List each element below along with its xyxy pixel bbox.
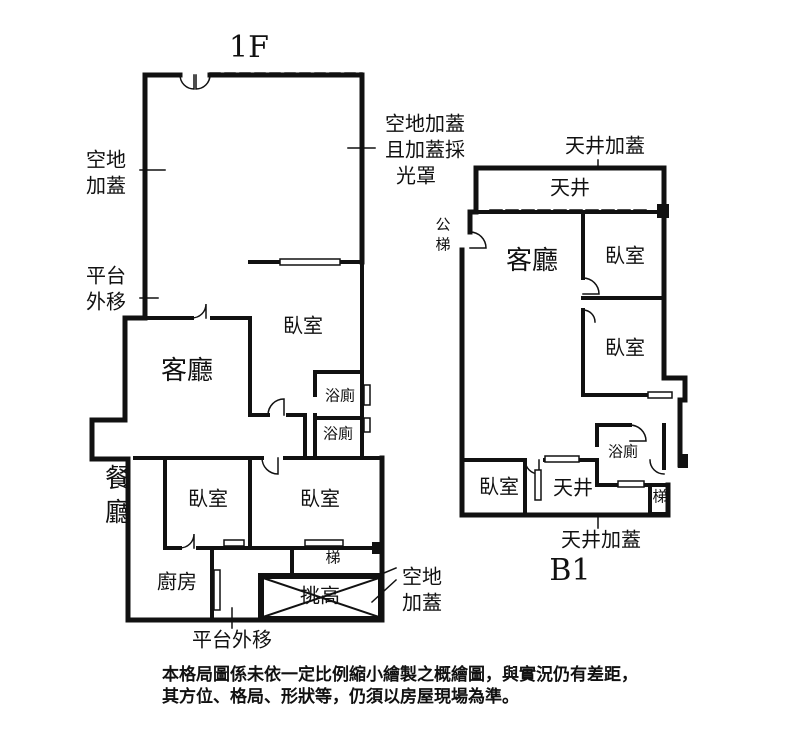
room-bedroom-b1-1: 臥室 xyxy=(605,243,645,268)
label-terrace-shift-left-1: 平台 xyxy=(86,263,126,288)
label-skylight-cover-2: 且加蓋採 xyxy=(385,137,465,162)
label-terrace-shift-left-2: 外移 xyxy=(86,289,126,314)
1f-outer-walls xyxy=(89,72,385,623)
room-dining-1: 餐 xyxy=(104,464,132,495)
label-yard-cover-left-2: 加蓋 xyxy=(86,173,126,198)
room-patio-top: 天井 xyxy=(550,175,590,200)
room-bath-top: 浴廁 xyxy=(324,386,356,405)
room-stairs-b1: 梯 xyxy=(652,487,668,506)
b1-windows xyxy=(489,209,673,501)
floor-b1-title: B1 xyxy=(549,552,591,588)
label-patio-cover-top: 天井加蓋 xyxy=(565,133,645,158)
1f-column xyxy=(372,542,384,554)
floor-1f-title: 1F xyxy=(229,29,269,65)
room-bedroom-right: 臥室 xyxy=(300,486,340,511)
room-patio-bottom: 天井 xyxy=(553,475,593,500)
b1-doors xyxy=(469,231,665,475)
room-double-height: 挑高 xyxy=(300,583,340,608)
b1-stair-box xyxy=(649,484,669,514)
label-terrace-shift-bottom: 平台外移 xyxy=(192,627,272,652)
room-stairs-1f: 梯 xyxy=(325,548,341,567)
label-yard-cover-bottom-2: 加蓋 xyxy=(402,590,442,615)
1f-doors xyxy=(179,74,285,549)
label-public-stairs-1: 公 xyxy=(435,215,451,234)
room-living-1f: 客廳 xyxy=(160,356,214,387)
label-public-stairs-2: 梯 xyxy=(435,235,451,254)
room-kitchen: 廚房 xyxy=(157,569,197,594)
room-bedroom-mid: 臥室 xyxy=(188,486,228,511)
room-bath-b1: 浴廁 xyxy=(607,442,639,461)
room-living-b1: 客廳 xyxy=(505,246,559,277)
1f-leader-lines xyxy=(139,147,398,629)
disclaimer-line-2: 其方位、格局、形狀等，仍須以房屋現場為準。 xyxy=(162,687,519,707)
1f-double-height-box xyxy=(261,576,381,619)
label-skylight-cover-3: 光罩 xyxy=(396,163,436,188)
b1-column-top xyxy=(657,204,669,218)
label-patio-cover-bottom: 天井加蓋 xyxy=(561,527,641,552)
label-skylight-cover-1: 空地加蓋 xyxy=(385,111,465,136)
room-bath-bottom: 浴廁 xyxy=(322,424,354,443)
room-bedroom-b1-2: 臥室 xyxy=(605,335,645,360)
label-yard-cover-left-1: 空地 xyxy=(86,147,126,172)
room-dining-2: 廳 xyxy=(104,498,132,529)
1f-windows xyxy=(209,72,371,611)
disclaimer-line-1: 本格局圖係未依一定比例縮小繪製之概繪圖，與實況仍有差距， xyxy=(162,665,638,685)
label-yard-cover-bottom-1: 空地 xyxy=(402,564,442,589)
room-bedroom-b1-3: 臥室 xyxy=(479,474,519,499)
b1-outer-walls xyxy=(459,165,688,518)
b1-column-right xyxy=(678,454,688,468)
room-bedroom-top: 臥室 xyxy=(283,313,323,338)
